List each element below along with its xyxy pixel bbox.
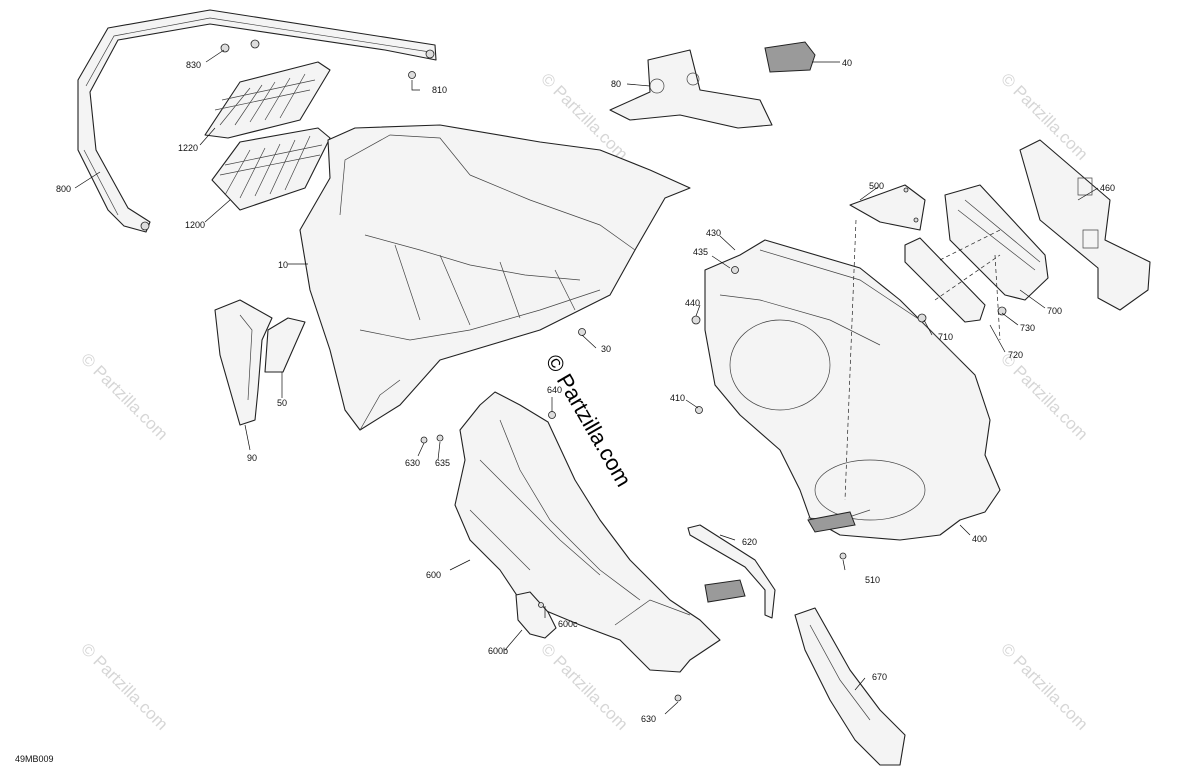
- part-620-bar: [687, 524, 776, 619]
- callout-430: 430: [706, 228, 721, 238]
- callout-700: 700: [1047, 306, 1062, 316]
- part-80-plate: [609, 49, 773, 129]
- part-600b-cover: [515, 591, 557, 639]
- callout-400: 400: [972, 534, 987, 544]
- part-600-lower-panel: [454, 391, 721, 673]
- callout-720: 720: [1008, 350, 1023, 360]
- part-1200-grille: [211, 127, 331, 211]
- part-50-strip: [264, 317, 306, 373]
- callout-435: 435: [693, 247, 708, 257]
- callout-1200: 1200: [185, 220, 205, 230]
- callout-10: 10: [278, 260, 288, 270]
- callout-510: 510: [865, 575, 880, 585]
- watermark-tile: © Partzilla.com: [77, 639, 171, 733]
- callout-600: 600: [426, 570, 441, 580]
- callout-670: 670: [872, 672, 887, 682]
- assembly-lines: [844, 219, 1001, 501]
- callout-410: 410: [670, 393, 685, 403]
- callout-600b: 600b: [488, 646, 508, 656]
- callout-440: 440: [685, 298, 700, 308]
- callout-730: 730: [1020, 323, 1035, 333]
- part-400-rear-body: [704, 239, 1001, 541]
- callout-labels: 830 810 800 1220 1200 80 40 10 30 500 46…: [56, 58, 1115, 724]
- part-670-trim: [794, 607, 906, 766]
- callout-500: 500: [869, 181, 884, 191]
- callout-90: 90: [247, 453, 257, 463]
- watermark-tile: © Partzilla.com: [537, 639, 631, 733]
- callout-460: 460: [1100, 183, 1115, 193]
- part-710-bracket: [904, 237, 1001, 323]
- diagram-id: 49MB009: [15, 754, 54, 764]
- part-90-trim: [214, 299, 273, 426]
- watermark-tile: © Partzilla.com: [77, 349, 171, 443]
- callout-830: 830: [186, 60, 201, 70]
- callout-635: 635: [435, 458, 450, 468]
- part-500-shield: [849, 184, 926, 231]
- callout-800: 800: [56, 184, 71, 194]
- part-40-block: [764, 41, 816, 73]
- leader-lines: [74, 49, 1099, 715]
- callout-630-lower: 630: [641, 714, 656, 724]
- part-800-rail: [77, 9, 437, 233]
- callout-810: 810: [432, 85, 447, 95]
- callout-40: 40: [842, 58, 852, 68]
- callout-600c: 600c: [558, 619, 578, 629]
- part-460-panel: [1019, 139, 1151, 311]
- part-700-bracket: [944, 184, 1049, 301]
- callout-620: 620: [742, 537, 757, 547]
- callout-50: 50: [277, 398, 287, 408]
- callout-630: 630: [405, 458, 420, 468]
- callout-80: 80: [611, 79, 621, 89]
- watermark-tile: © Partzilla.com: [997, 349, 1091, 443]
- fasteners: [220, 39, 1007, 702]
- callout-30: 30: [601, 344, 611, 354]
- callout-640: 640: [547, 385, 562, 395]
- part-10-main-body: [299, 124, 691, 431]
- watermark-tile: © Partzilla.com: [997, 639, 1091, 733]
- part-1220-grille: [204, 61, 331, 139]
- callout-1220: 1220: [178, 143, 198, 153]
- callout-710: 710: [938, 332, 953, 342]
